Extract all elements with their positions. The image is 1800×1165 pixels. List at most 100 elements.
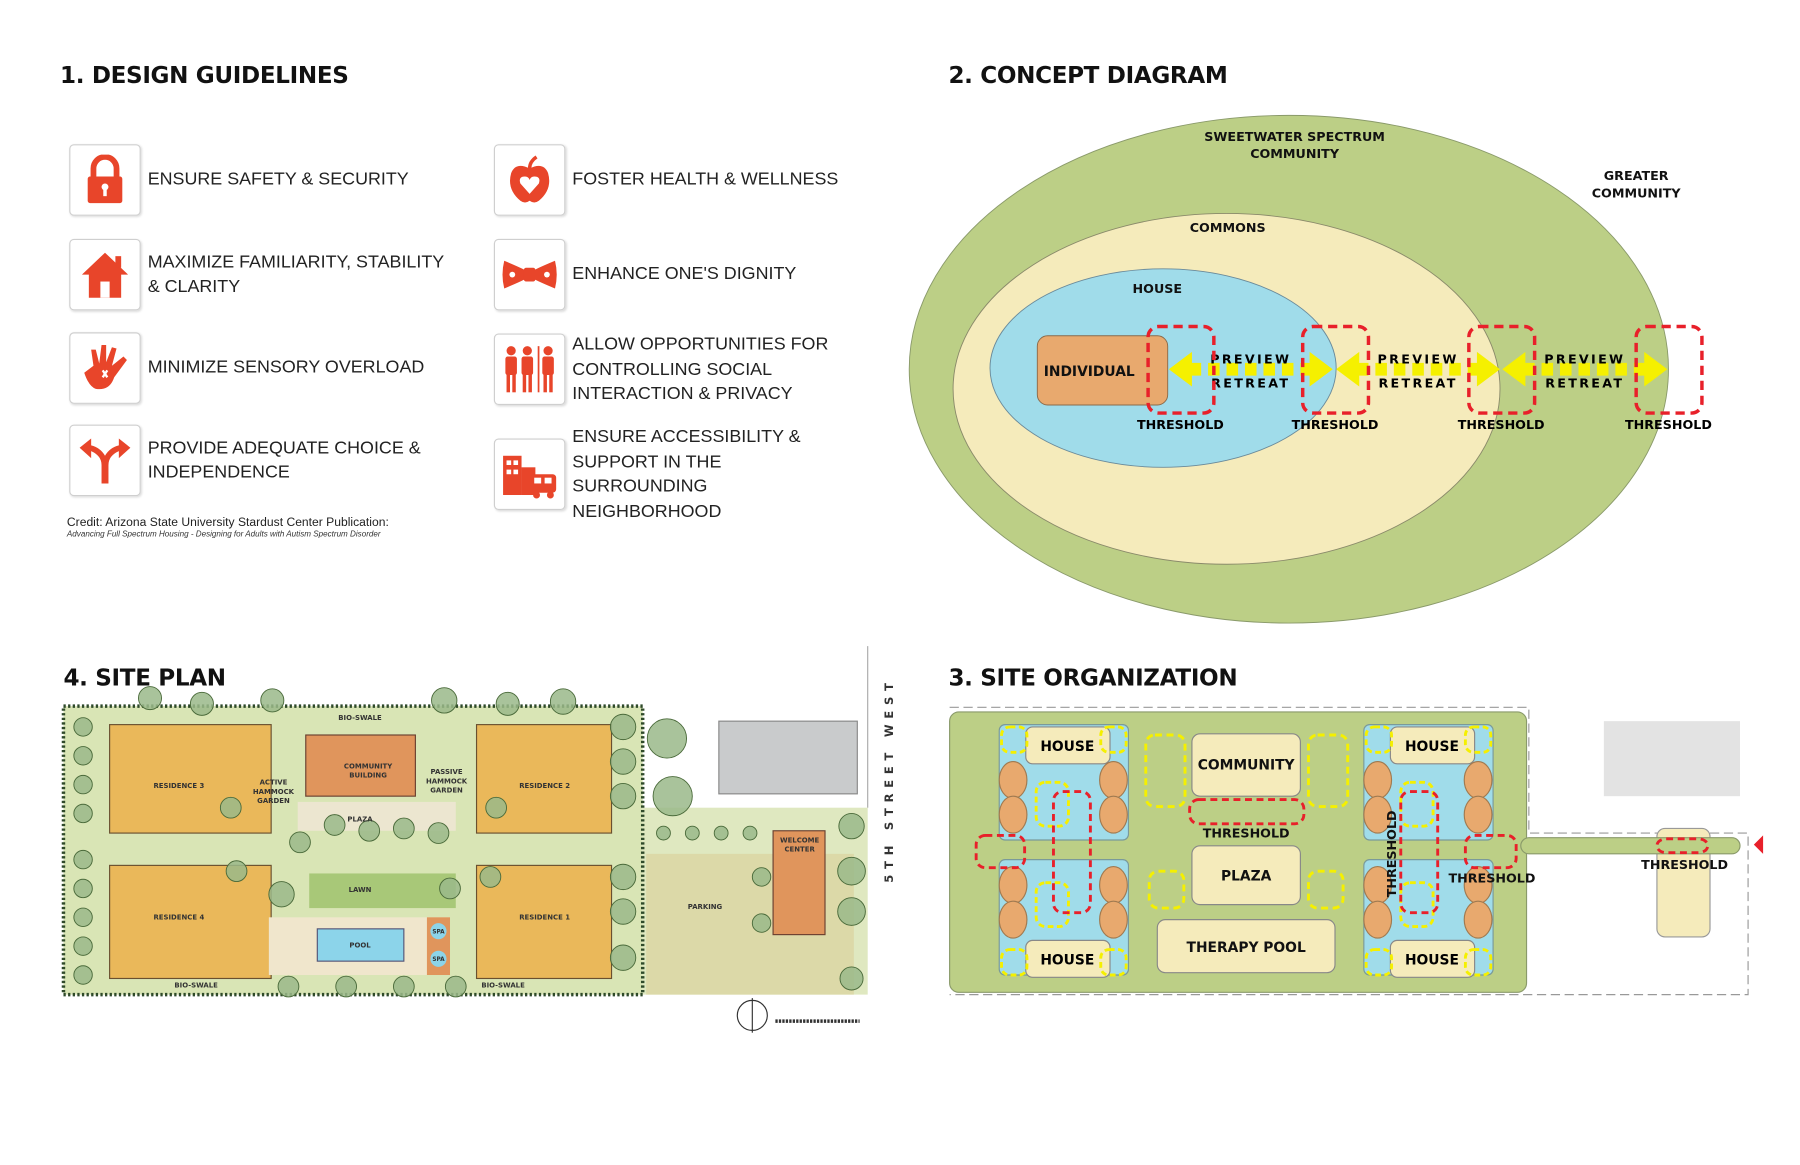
arrow-right-icon <box>1644 351 1668 387</box>
spa <box>430 923 447 940</box>
threshold-label: THRESHOLD <box>1384 810 1399 897</box>
guideline-item: MAXIMIZE FAMILIARITY, STABILITY & CLARIT… <box>69 238 459 311</box>
apple-heart-icon <box>493 144 566 216</box>
tree-icon <box>838 813 865 840</box>
bio-swale-label: BIO-SWALE <box>174 982 218 990</box>
tree-icon <box>73 965 93 985</box>
tree-icon <box>73 907 93 928</box>
individual-label: INDIVIDUAL <box>1044 364 1135 380</box>
sweetwater-label: SWEETWATER SPECTRUM <box>1204 129 1385 144</box>
transition-zone <box>1000 725 1029 754</box>
tree-icon <box>652 776 693 817</box>
entry-arrow-icon <box>1753 835 1764 854</box>
room-pod <box>1463 795 1493 834</box>
arrow-left-icon <box>1168 351 1192 387</box>
transition-zone <box>1399 881 1435 928</box>
guideline-text: ENSURE SAFETY & SECURITY <box>147 169 409 190</box>
threshold-label: THRESHOLD <box>1137 417 1224 432</box>
guideline-text: ENSURE ACCESSIBILITY & SUPPORT IN THE SU… <box>572 426 801 521</box>
transition-zone <box>1307 869 1345 910</box>
site-plan-title: 4. SITE PLAN <box>63 663 226 692</box>
residence-1 <box>475 864 613 980</box>
community-building <box>305 734 416 797</box>
tree-icon <box>289 831 311 854</box>
tree-icon <box>393 975 415 998</box>
guideline-text: MINIMIZE SENSORY OVERLOAD <box>147 357 425 378</box>
tree-icon <box>439 877 461 900</box>
room-pod <box>1363 900 1393 939</box>
active-hammock-label: GARDEN <box>257 797 290 805</box>
threshold-zone <box>1146 324 1216 415</box>
room-pod <box>1099 900 1128 939</box>
guideline-item: MINIMIZE SENSORY OVERLOAD <box>69 332 459 404</box>
lawn-label: LAWN <box>349 886 372 894</box>
entry-drive <box>1520 837 1741 855</box>
tree-icon <box>335 975 358 998</box>
threshold-label: THRESHOLD <box>1292 417 1379 432</box>
bio-swale-label: BIO-SWALE <box>481 982 525 990</box>
community-building-label: BUILDING <box>349 772 387 780</box>
threshold-label: THRESHOLD <box>1448 871 1535 886</box>
guideline-text: FOSTER HEALTH & WELLNESS <box>572 169 839 190</box>
lawn <box>309 873 456 909</box>
tree-icon <box>138 686 163 711</box>
pool <box>316 928 405 962</box>
tree-icon <box>73 936 93 956</box>
threshold-zone <box>1300 324 1371 415</box>
concept-diagram-title: 2. CONCEPT DIAGRAM <box>948 61 1228 89</box>
house-label: HOUSE <box>1405 953 1459 969</box>
transition-zone <box>1463 725 1493 754</box>
retreat-label: RETREAT <box>1545 376 1624 391</box>
commons-space <box>1191 733 1301 797</box>
community-label: COMMUNITY <box>1198 758 1296 774</box>
tree-icon <box>479 866 502 888</box>
tree-icon <box>609 944 637 971</box>
site-organization-title: 3. SITE ORGANIZATION <box>948 663 1238 692</box>
spa-label: SPA <box>432 957 445 963</box>
threshold-zone <box>1399 790 1440 915</box>
tree-icon <box>268 881 295 908</box>
tree-icon <box>837 897 866 926</box>
tree-icon <box>73 746 93 766</box>
threshold-zone <box>1052 790 1092 915</box>
room-pod <box>998 795 1028 834</box>
tree-icon <box>73 774 93 795</box>
welcome-building <box>1656 827 1711 938</box>
tree-icon <box>839 966 864 991</box>
greater-community-label: COMMUNITY <box>1592 185 1682 200</box>
bio-swale-label: BIO-SWALE <box>338 714 382 722</box>
transition-zone <box>1099 725 1128 754</box>
guideline-text: PROVIDE ADEQUATE CHOICE & INDEPENDENCE <box>147 437 421 483</box>
tree-icon <box>684 825 700 841</box>
plaza-label: PLAZA <box>1221 868 1272 884</box>
residence-4 <box>109 864 272 980</box>
threshold-label: THRESHOLD <box>1203 826 1290 841</box>
tree-icon <box>485 796 508 819</box>
threshold-zone <box>1188 798 1306 826</box>
tree-icon <box>609 898 637 925</box>
fork-arrow-icon <box>69 424 141 497</box>
tree-icon <box>431 687 458 714</box>
arrow-right-icon <box>1476 351 1501 387</box>
threshold-label: THRESHOLD <box>1625 417 1712 432</box>
bowtie-icon <box>493 238 566 311</box>
residence-2-label: RESIDENCE 2 <box>519 782 570 790</box>
guideline-text: MAXIMIZE FAMILIARITY, STABILITY & CLARIT… <box>147 252 444 297</box>
guideline-item: ENSURE SAFETY & SECURITY <box>69 144 459 216</box>
tree-icon <box>713 825 729 841</box>
tree-icon <box>73 878 93 899</box>
tree-icon <box>751 913 772 933</box>
arrow-left-icon <box>1502 351 1526 387</box>
threshold-label: THRESHOLD <box>1641 857 1728 872</box>
tree-icon <box>260 688 285 713</box>
guideline-item: PROVIDE ADEQUATE CHOICE & INDEPENDENCE <box>69 424 459 497</box>
transition-zone <box>1000 948 1029 977</box>
spa-label: SPA <box>432 929 445 935</box>
tree-icon <box>73 849 93 870</box>
welcome-center-label: WELCOME <box>780 836 820 844</box>
parking-lot <box>1603 721 1741 797</box>
concept-diagram: PREVIEWRETREATPREVIEWRETREATPREVIEWRETRE… <box>908 114 1712 624</box>
street-label: 5TH STREET WEST <box>882 677 896 882</box>
